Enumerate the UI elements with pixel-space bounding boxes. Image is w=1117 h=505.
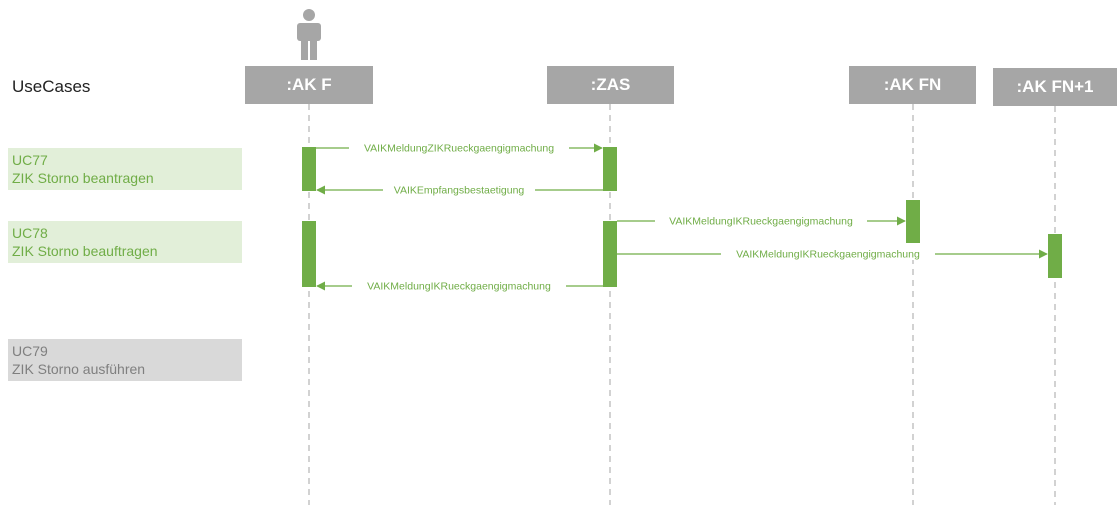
use-case-name: ZIK Storno beauftragen xyxy=(12,243,158,259)
activation-bar xyxy=(906,200,920,243)
message-label: VAIKEmpfangsbestaetigung xyxy=(394,185,525,197)
lifeline-header-ak-f[interactable]: :AK F xyxy=(245,66,373,104)
lifeline-header-ak-fn[interactable]: :AK FN xyxy=(849,66,976,104)
message-4: VAIKMeldungIKRueckgaengigmachung xyxy=(316,279,603,293)
use-case-name: ZIK Storno beantragen xyxy=(12,170,154,186)
actor-person-icon xyxy=(297,9,321,60)
activation-bar xyxy=(603,221,617,287)
use-case-uc79[interactable]: UC79 ZIK Storno ausführen xyxy=(8,339,242,381)
diagram-title: UseCases xyxy=(12,77,91,96)
message-label: VAIKMeldungIKRueckgaengigmachung xyxy=(367,281,551,293)
activation-bar xyxy=(603,147,617,191)
message-0: VAIKMeldungZIKRueckgaengigmachung xyxy=(316,141,603,155)
message-label: VAIKMeldungIKRueckgaengigmachung xyxy=(736,249,920,261)
activation-bar xyxy=(302,221,316,287)
message-label: VAIKMeldungZIKRueckgaengigmachung xyxy=(364,143,554,155)
message-3: VAIKMeldungIKRueckgaengigmachung xyxy=(617,247,1048,261)
message-1: VAIKEmpfangsbestaetigung xyxy=(316,183,603,197)
message-label: VAIKMeldungIKRueckgaengigmachung xyxy=(669,216,853,228)
activation-bar xyxy=(302,147,316,191)
use-case-id: UC78 xyxy=(12,225,48,241)
use-case-uc77[interactable]: UC77 ZIK Storno beantragen xyxy=(8,148,242,190)
lifeline-header-zas[interactable]: :ZAS xyxy=(547,66,674,104)
use-case-id: UC77 xyxy=(12,152,48,168)
use-case-uc78[interactable]: UC78 ZIK Storno beauftragen xyxy=(8,221,242,263)
use-case-id: UC79 xyxy=(12,343,48,359)
message-2: VAIKMeldungIKRueckgaengigmachung xyxy=(617,214,906,228)
use-case-name: ZIK Storno ausführen xyxy=(12,361,146,377)
activation-bar xyxy=(1048,234,1062,278)
lifeline-header-ak-fn1[interactable]: :AK FN+1 xyxy=(993,68,1117,106)
